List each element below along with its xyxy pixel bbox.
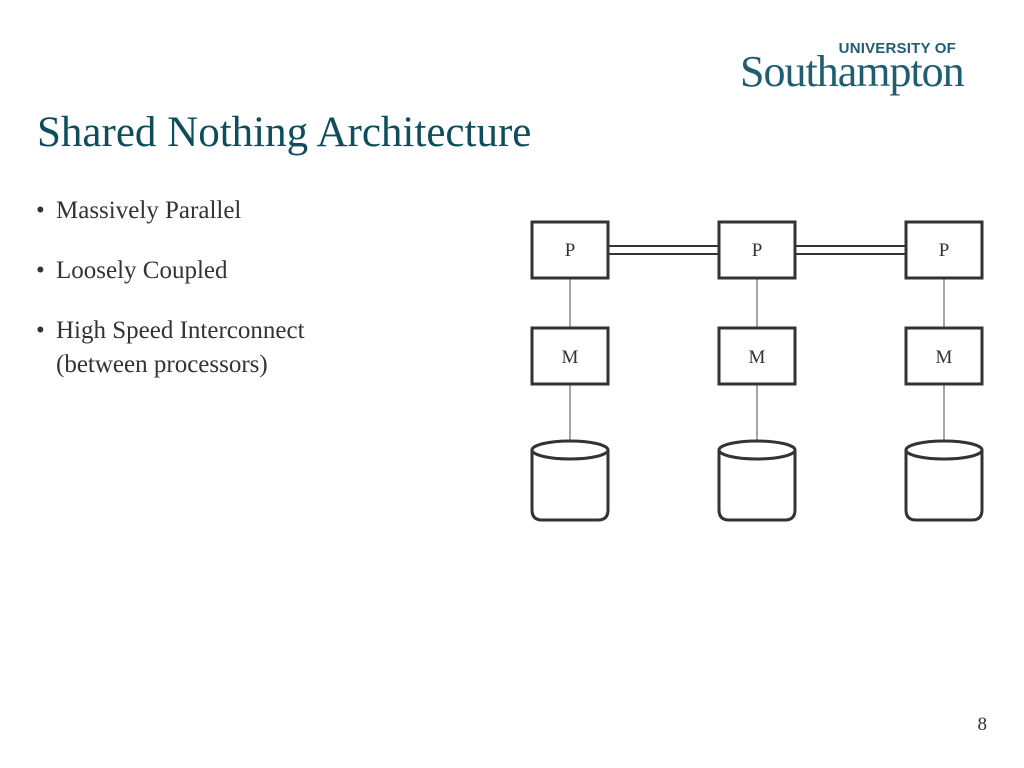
bullet-list: • Massively Parallel • Loosely Coupled •… [36, 194, 305, 408]
bullet-text: Loosely Coupled [56, 257, 228, 284]
disk-cylinder [717, 439, 797, 522]
processor-box [717, 220, 797, 280]
node-2: P M [717, 220, 797, 522]
bullet-text: Massively Parallel [56, 197, 242, 224]
memory-box [530, 326, 610, 386]
bullet-marker: • [36, 317, 45, 344]
memory-box [717, 326, 797, 386]
bullet-item: • High Speed Interconnect (between proce… [36, 314, 305, 382]
disk-cylinder [904, 439, 984, 522]
bullet-item: • Massively Parallel [36, 194, 305, 228]
bullet-marker: • [36, 197, 45, 224]
node-1: P M [530, 220, 610, 522]
bullet-text: High Speed Interconnect [56, 317, 305, 344]
memory-label: M [562, 347, 579, 368]
logo-main-text: Southampton [740, 47, 965, 96]
slide-title: Shared Nothing Architecture [37, 109, 532, 156]
logo-top-text: UNIVERSITY OF [838, 40, 956, 57]
bullet-marker: • [36, 257, 45, 284]
memory-label: M [936, 347, 953, 368]
memory-box [904, 326, 984, 386]
processor-label: P [939, 240, 950, 261]
bullet-item: • Loosely Coupled [36, 254, 305, 288]
disk-cylinder [530, 439, 610, 522]
bullet-text-continued: (between processors) [56, 351, 268, 378]
shared-nothing-diagram: P M P M P M [530, 220, 984, 522]
memory-label: M [749, 347, 766, 368]
processor-box [904, 220, 984, 280]
node-3: P M [904, 220, 984, 522]
processor-box [530, 220, 610, 280]
page-number: 8 [977, 714, 988, 735]
processor-label: P [752, 240, 763, 261]
university-logo: UNIVERSITY OF Southampton [740, 40, 986, 98]
processor-label: P [565, 240, 576, 261]
